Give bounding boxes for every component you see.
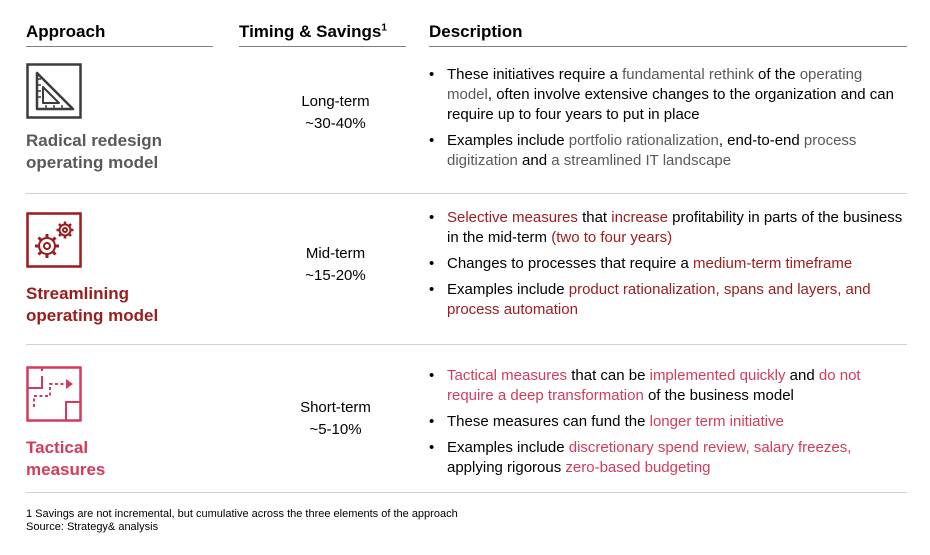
bullet-text: Changes to processes that require a (447, 255, 693, 272)
header-approach: Approach (26, 22, 213, 47)
row-divider (26, 344, 907, 345)
bullet-text: that can be (567, 367, 650, 384)
header-description: Description (429, 22, 907, 47)
description-list: Selective measures that increase profita… (429, 208, 907, 326)
highlighted-text: zero-based budgeting (565, 459, 711, 476)
description-bullet: Examples include product rationalization… (429, 280, 907, 320)
highlighted-text: (two to four years) (551, 229, 673, 246)
highlighted-text: discretionary spend review, salary freez… (568, 439, 852, 456)
bullet-text: profitability in parts of the business i… (447, 209, 903, 246)
timing-savings: Mid-term ~15-20% (305, 245, 366, 284)
description-bullet: These measures can fund the longer term … (429, 412, 907, 432)
header-timing: Timing & Savings1 (239, 22, 406, 47)
highlighted-text: Selective measures (447, 209, 578, 226)
approach-title: Radical redesign operating model (26, 131, 163, 172)
bullet-text: , end-to-end (718, 132, 804, 149)
highlighted-text: operating model (447, 66, 863, 103)
description-list: These initiatives require a fundamental … (429, 65, 907, 177)
row-divider (26, 492, 907, 493)
highlighted-text: a streamlined IT landscape (551, 152, 732, 169)
bullet-text: of the business model (643, 387, 794, 404)
source-note: Source: Strategy& analysis (26, 521, 159, 533)
highlighted-text: medium-term timeframe (692, 255, 853, 272)
bullet-text: Examples include (447, 132, 569, 149)
floorplan-path-icon (26, 366, 82, 422)
description-list: Tactical measures that can be implemente… (429, 366, 907, 484)
highlighted-text: product rationalization, spans and layer… (447, 281, 871, 318)
bullet-text: These measures can fund the (447, 413, 650, 430)
bullet-text: applying rigorous (447, 459, 566, 476)
highlighted-text: fundamental rethink (622, 66, 754, 83)
description-bullet: These initiatives require a fundamental … (429, 65, 907, 125)
bullet-text: of the (753, 66, 800, 83)
ruler-triangle-icon (26, 63, 82, 119)
gears-icon (26, 212, 82, 268)
description-bullet: Tactical measures that can be implemente… (429, 366, 907, 406)
timing-savings: Short-term ~5-10% (300, 399, 371, 438)
description-bullet: Examples include portfolio rationalizati… (429, 131, 907, 171)
bullet-text: and (785, 367, 819, 384)
bullet-text: , often involve extensive changes to the… (447, 86, 894, 123)
row-streamlining: Streamlining operating model Mid-term ~1… (26, 194, 907, 344)
highlighted-text: longer term initiative (649, 413, 784, 430)
description-bullet: Examples include discretionary spend rev… (429, 438, 907, 478)
row-tactical: Tactical measures Short-term ~5-10% Tact… (26, 345, 907, 492)
bullet-text: that (577, 209, 612, 226)
bullet-text: Examples include (447, 439, 569, 456)
footnote: 1 Savings are not incremental, but cumul… (26, 508, 458, 520)
header-timing-footnote: 1 (381, 22, 387, 34)
approach-title: Tactical measures (26, 438, 106, 479)
description-bullet: Changes to processes that require a medi… (429, 254, 907, 274)
row-radical-redesign: Radical redesign operating model Long-te… (26, 60, 907, 193)
bullet-text: and (517, 152, 552, 169)
description-bullet: Selective measures that increase profita… (429, 208, 907, 248)
highlighted-text: portfolio rationalization (568, 132, 719, 149)
highlighted-text: process digitization (447, 132, 857, 169)
approach-title: Streamlining operating model (26, 284, 159, 325)
highlighted-text: increase (611, 209, 668, 226)
bullet-text: Examples include (447, 281, 569, 298)
highlighted-text: do not require a deep transformation (447, 367, 861, 404)
timing-savings: Long-term ~30-40% (301, 93, 370, 132)
bullet-text: These initiatives require a (447, 66, 623, 83)
highlighted-text: Tactical measures (447, 367, 568, 384)
row-divider (26, 193, 907, 194)
highlighted-text: implemented quickly (649, 367, 786, 384)
